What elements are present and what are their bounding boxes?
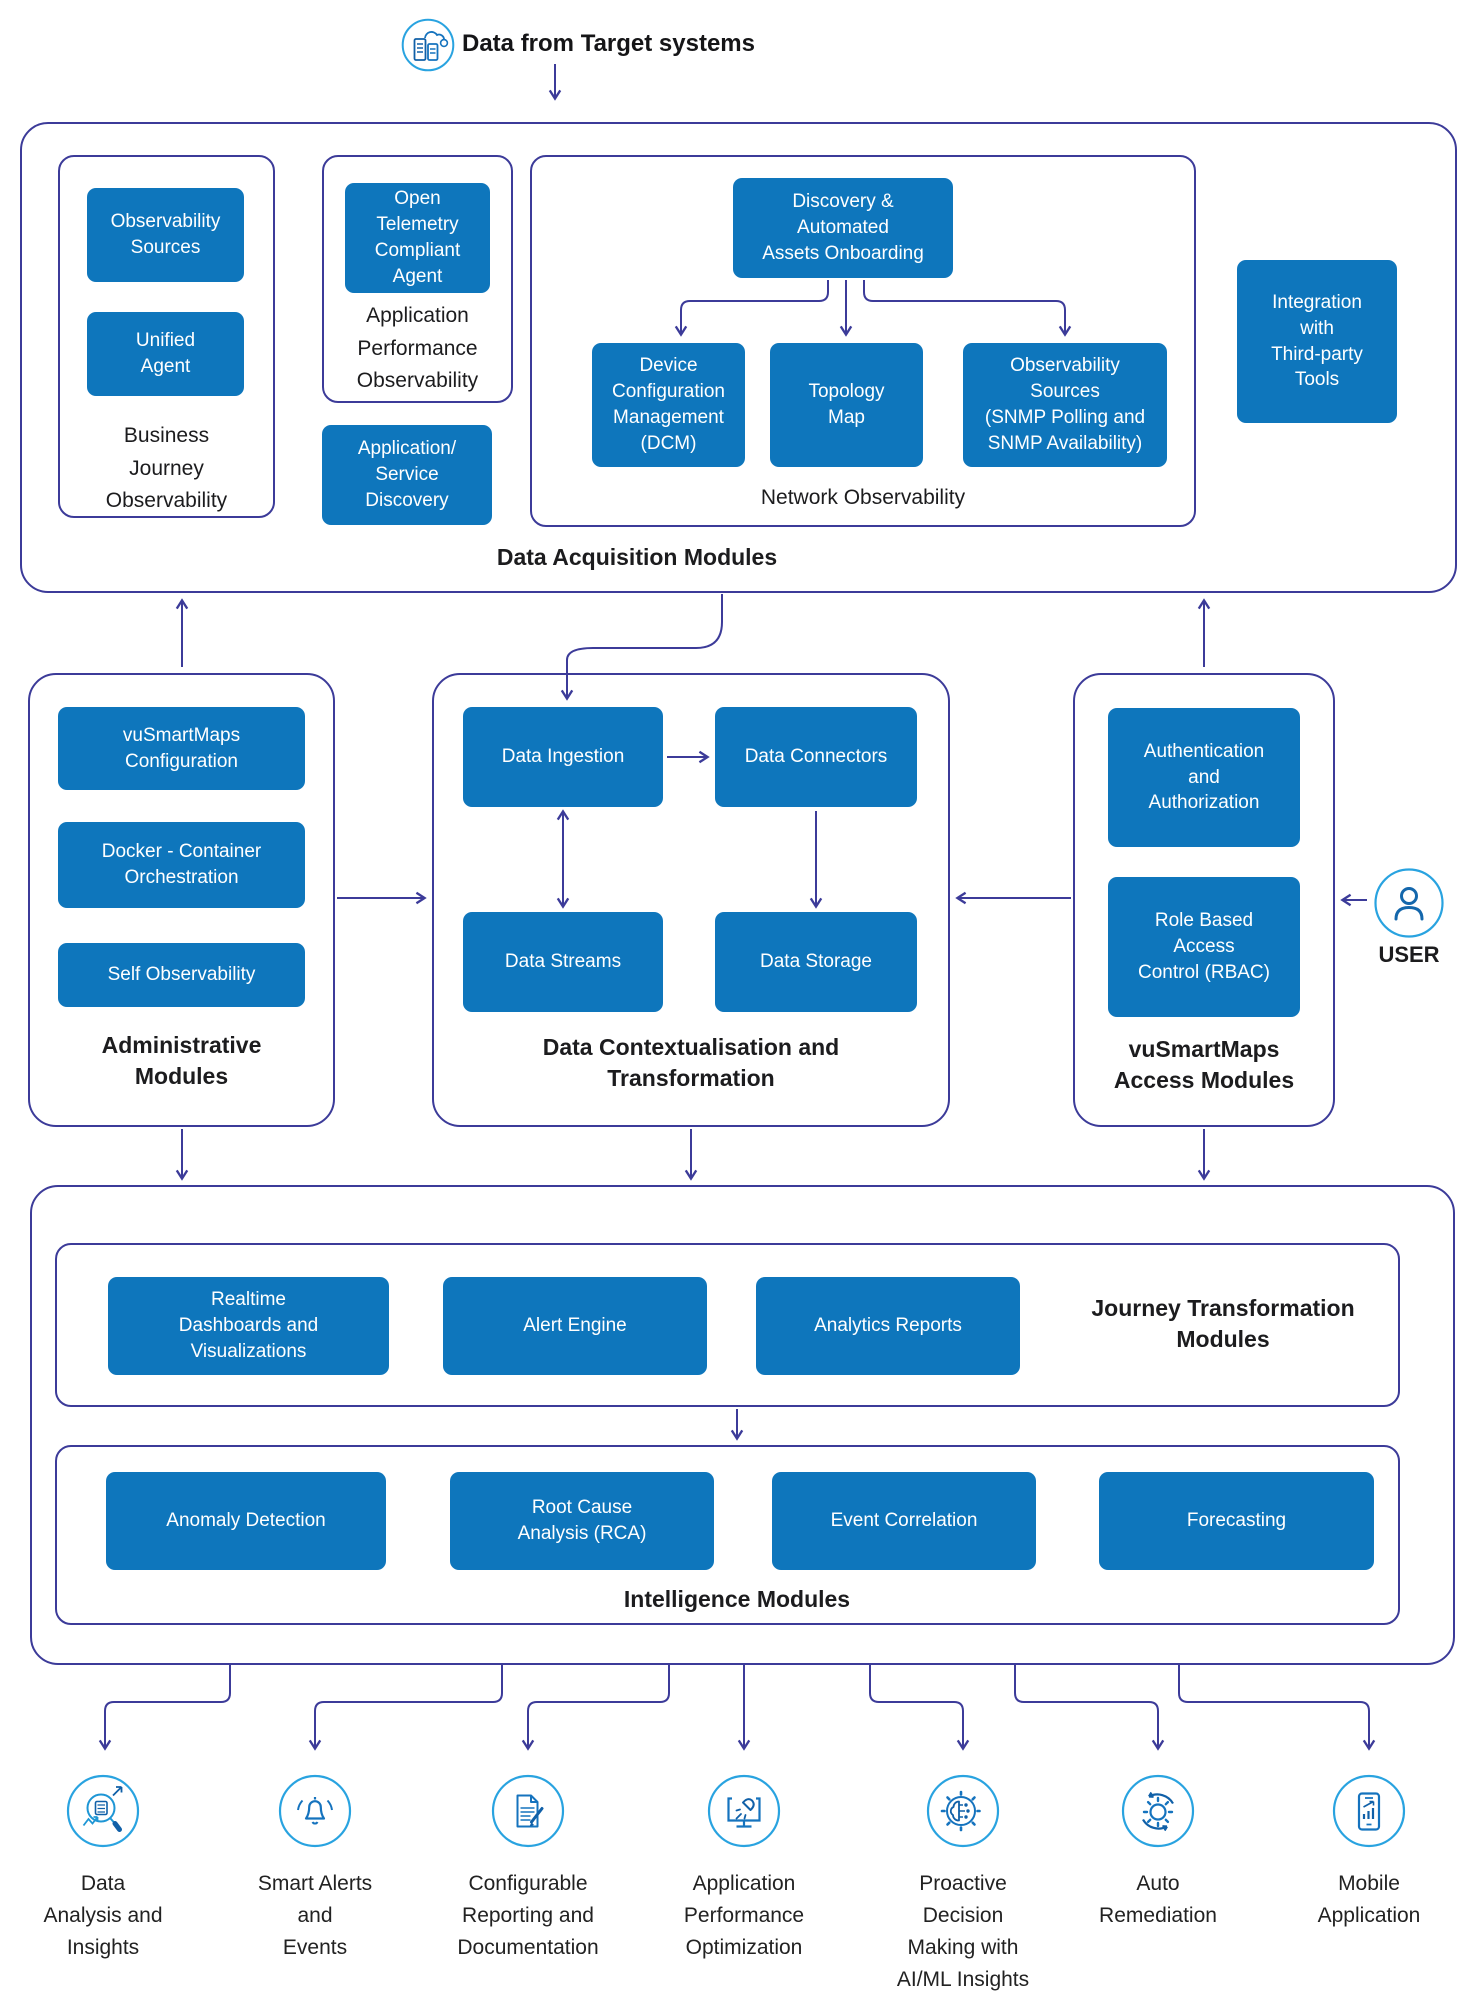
output-label-data-analysis: Data Analysis and Insights bbox=[43, 1872, 163, 1959]
module-observability-sources: Observability Sources bbox=[87, 188, 244, 282]
module-alert-engine: Alert Engine bbox=[443, 1277, 707, 1375]
module-topology-map: Topology Map bbox=[770, 343, 923, 467]
reporting-icon bbox=[491, 1774, 565, 1848]
module-vusmartmaps-configuration: vuSmartMaps Configuration bbox=[58, 707, 305, 790]
network-observability-label: Network Observability bbox=[760, 486, 966, 509]
output-label-ai-decision: Proactive Decision Making with AI/ML Ins… bbox=[896, 1872, 1030, 1991]
output-label-performance: Application Performance Optimization bbox=[683, 1872, 805, 1959]
user-label: USER bbox=[1378, 942, 1440, 967]
module-open-telemetry-agent: Open Telemetry Compliant Agent bbox=[345, 183, 490, 293]
performance-icon bbox=[707, 1774, 781, 1848]
module-rbac: Role Based Access Control (RBAC) bbox=[1108, 877, 1300, 1017]
module-data-connectors: Data Connectors bbox=[715, 707, 917, 807]
administrative-modules-label: Administrative Modules bbox=[101, 1032, 262, 1090]
module-analytics-reports: Analytics Reports bbox=[756, 1277, 1020, 1375]
access-modules-label: vuSmartMaps Access Modules bbox=[1113, 1036, 1295, 1094]
intelligence-modules-label: Intelligence Modules bbox=[623, 1586, 851, 1612]
auto-remediation-icon bbox=[1121, 1774, 1195, 1848]
module-root-cause-analysis: Root Cause Analysis (RCA) bbox=[450, 1472, 714, 1570]
module-data-storage: Data Storage bbox=[715, 912, 917, 1012]
output-label-auto-remediation: Auto Remediation bbox=[1099, 1872, 1217, 1927]
module-event-correlation: Event Correlation bbox=[772, 1472, 1036, 1570]
module-third-party-integration: Integration with Third-party Tools bbox=[1237, 260, 1397, 423]
contextualisation-label: Data Contextualisation and Transformatio… bbox=[542, 1034, 840, 1092]
output-label-smart-alerts: Smart Alerts and Events bbox=[257, 1872, 373, 1959]
smart-alerts-icon bbox=[278, 1774, 352, 1848]
business-journey-observability-label: Business Journey Observability bbox=[105, 424, 228, 513]
module-self-observability: Self Observability bbox=[58, 943, 305, 1007]
module-forecasting: Forecasting bbox=[1099, 1472, 1374, 1570]
module-docker-orchestration: Docker - Container Orchestration bbox=[58, 822, 305, 908]
module-anomaly-detection: Anomaly Detection bbox=[106, 1472, 386, 1570]
data-analysis-icon bbox=[66, 1774, 140, 1848]
page-title: Data from Target systems bbox=[462, 30, 755, 57]
module-authentication-authorization: Authentication and Authorization bbox=[1108, 708, 1300, 847]
data-acquisition-label: Data Acquisition Modules bbox=[496, 544, 778, 570]
ai-decision-icon bbox=[926, 1774, 1000, 1848]
journey-transformation-label: Journey Transformation Modules bbox=[1091, 1295, 1355, 1353]
module-discovery-assets-onboarding: Discovery & Automated Assets Onboarding bbox=[733, 178, 953, 278]
module-application-service-discovery: Application/ Service Discovery bbox=[322, 425, 492, 525]
module-data-streams: Data Streams bbox=[463, 912, 663, 1012]
module-realtime-dashboards: Realtime Dashboards and Visualizations bbox=[108, 1277, 389, 1375]
module-data-ingestion: Data Ingestion bbox=[463, 707, 663, 807]
output-label-mobile-app: Mobile Application bbox=[1317, 1872, 1421, 1927]
target-systems-icon bbox=[401, 18, 455, 72]
module-dcm: Device Configuration Management (DCM) bbox=[592, 343, 745, 467]
mobile-app-icon bbox=[1332, 1774, 1406, 1848]
module-snmp-observability-sources: Observability Sources (SNMP Polling and … bbox=[963, 343, 1167, 467]
user-icon bbox=[1374, 868, 1444, 938]
module-unified-agent: Unified Agent bbox=[87, 312, 244, 396]
application-performance-observability-label: Application Performance Observability bbox=[356, 304, 479, 393]
output-label-reporting: Configurable Reporting and Documentation bbox=[457, 1872, 599, 1959]
